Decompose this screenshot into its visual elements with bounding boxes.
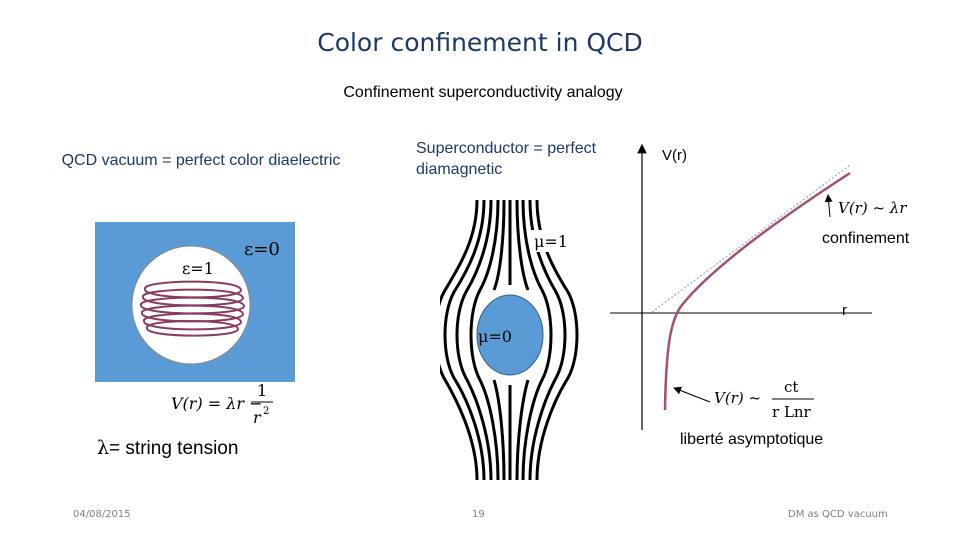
- superconductor-heading: Superconductor = perfect diamagnetic: [416, 140, 597, 178]
- mu-one-label: μ=1: [534, 232, 568, 251]
- color-string-loops: [139, 280, 246, 337]
- qcd-potential-formula: V(r) = λr − 1 r 2: [171, 381, 273, 427]
- field-lines: [440, 200, 579, 480]
- epsilon-one-label: ε=1: [182, 259, 214, 278]
- potential-plot: V(r) r V(r) ~ λr confinement V(r) ~ ct r…: [610, 143, 910, 448]
- footer-date: 04/08/2015: [73, 509, 131, 520]
- asymptotic-formula-lhs: V(r) ~: [714, 389, 761, 407]
- qcd-vacuum-diagram: ε=0 ε=1: [95, 222, 295, 382]
- lambda-note: λ= string tension: [97, 437, 238, 460]
- asymptotic-formula-denominator: r Lnr: [772, 403, 812, 421]
- asymptotic-formula-numerator: ct: [784, 378, 798, 396]
- potential-curve: [663, 171, 851, 411]
- footer-page-number: 19: [472, 509, 485, 520]
- x-axis-label: r: [842, 302, 847, 319]
- formula-lhs: V(r) = λr −: [171, 394, 263, 413]
- mu-zero-label: μ=0: [478, 327, 512, 346]
- lambda-symbol: λ: [97, 437, 110, 459]
- y-axis-label: V(r): [662, 147, 687, 164]
- asymptotic-arrow: [673, 386, 711, 403]
- slide-title: Color confinement in QCD: [317, 28, 643, 57]
- lambda-text: = string tension: [109, 438, 239, 459]
- linear-asymptote: [651, 164, 851, 313]
- superconductor-diagram: μ=0 μ=1: [440, 200, 579, 480]
- asymptotic-label: liberté asymptotique: [680, 431, 823, 448]
- confinement-label: confinement: [822, 230, 910, 247]
- slide-subtitle: Confinement superconductivity analogy: [343, 84, 623, 101]
- footer-title: DM as QCD vacuum: [788, 509, 888, 520]
- qcd-vacuum-heading: QCD vacuum = perfect color diaelectric: [61, 152, 341, 169]
- formula-exponent: 2: [263, 406, 269, 417]
- superconductor-core: [476, 294, 544, 376]
- confinement-formula: V(r) ~ λr: [838, 199, 907, 217]
- formula-denominator: r: [253, 408, 262, 427]
- confinement-arrow: [824, 194, 833, 218]
- formula-numerator: 1: [257, 381, 267, 400]
- epsilon-zero-label: ε=0: [244, 239, 280, 260]
